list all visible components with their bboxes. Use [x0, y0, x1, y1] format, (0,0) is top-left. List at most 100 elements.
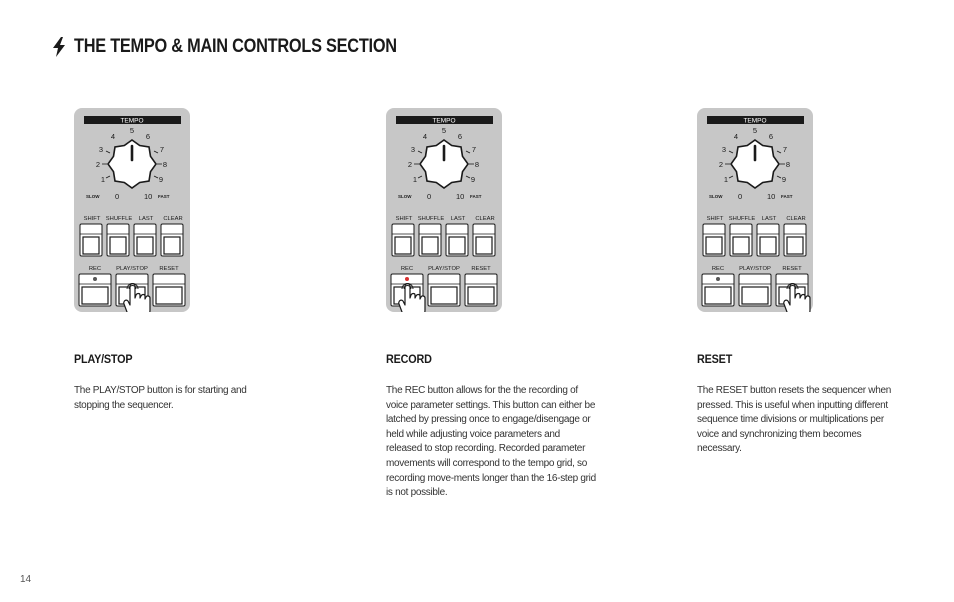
button-label: LAST — [451, 216, 466, 222]
dial-number: 6 — [458, 132, 462, 141]
panel-body — [386, 108, 502, 312]
tempo-label: TEMPO — [120, 118, 143, 125]
rec-led — [405, 277, 409, 281]
dial-number: 9 — [782, 175, 786, 184]
tempo-bar — [707, 116, 804, 124]
tempo-label: TEMPO — [432, 118, 455, 125]
dial-number: 2 — [719, 160, 723, 169]
dial-number: 8 — [475, 160, 479, 169]
dial-number: 4 — [734, 132, 738, 141]
dial-number: 1 — [724, 175, 728, 184]
dial-number: 9 — [159, 175, 163, 184]
button-label: SHUFFLE — [106, 216, 133, 222]
tempo-knob — [107, 139, 157, 189]
button-label: SHUFFLE — [729, 216, 756, 222]
pad-button-face — [82, 236, 100, 255]
dial-tick — [417, 150, 423, 154]
dial-tick — [417, 175, 423, 179]
slow-label: SLOW — [86, 194, 100, 199]
button-label: CLEAR — [786, 216, 805, 222]
main-button-face — [430, 286, 458, 305]
button-label: LAST — [139, 216, 154, 222]
button-label: PLAY/STOP — [116, 266, 148, 272]
button-label: LAST — [762, 216, 777, 222]
panel-body — [697, 108, 813, 312]
dial-tick — [153, 150, 159, 154]
section-header: THE TEMPO & MAIN CONTROLS SECTION — [52, 36, 449, 58]
dial-number: 0 — [427, 192, 431, 201]
button-label: REC — [401, 266, 413, 272]
rec-led — [93, 277, 97, 281]
tempo-bar — [84, 116, 181, 124]
dial-number: 10 — [144, 192, 152, 201]
dial-number: 4 — [423, 132, 427, 141]
dial-number: 7 — [160, 145, 164, 154]
main-button-face — [741, 286, 769, 305]
main-button-face — [704, 286, 732, 305]
dial-number: 1 — [413, 175, 417, 184]
tempo-knob — [419, 139, 469, 189]
main-button-face — [81, 286, 109, 305]
dial-number: 8 — [786, 160, 790, 169]
pad-button-face — [448, 236, 466, 255]
pad-button-face — [705, 236, 723, 255]
dial-number: 7 — [472, 145, 476, 154]
dial-number: 5 — [442, 126, 446, 135]
fast-label: FAST — [781, 194, 793, 199]
panel-body — [74, 108, 190, 312]
dial-number: 0 — [115, 192, 119, 201]
dial-number: 8 — [163, 160, 167, 169]
dial-number: 1 — [101, 175, 105, 184]
pointing-hand-icon — [783, 283, 811, 312]
dial-tick — [105, 150, 111, 154]
button-label: CLEAR — [475, 216, 494, 222]
dial-number: 9 — [471, 175, 475, 184]
dial-number: 6 — [769, 132, 773, 141]
button-label: SHUFFLE — [418, 216, 445, 222]
slow-label: SLOW — [398, 194, 412, 199]
dial-tick — [728, 150, 734, 154]
rec-led — [716, 277, 720, 281]
dial-tick — [776, 150, 782, 154]
dial-number: 5 — [753, 126, 757, 135]
button-label: PLAY/STOP — [428, 266, 460, 272]
column-heading: PLAY/STOP — [74, 352, 133, 366]
button-label: SHIFT — [707, 216, 724, 222]
button-label: CLEAR — [163, 216, 182, 222]
tempo-knob — [730, 139, 780, 189]
pad-button-face — [109, 236, 127, 255]
page-number: 14 — [20, 574, 32, 585]
dial-number: 0 — [738, 192, 742, 201]
pad-button-face — [732, 236, 750, 255]
dial-number: 3 — [722, 145, 726, 154]
button-label: SHIFT — [396, 216, 413, 222]
button-label: REC — [712, 266, 724, 272]
dial-number: 6 — [146, 132, 150, 141]
dial-tick — [776, 175, 782, 179]
pad-button-face — [475, 236, 493, 255]
lightning-bolt-icon — [53, 37, 65, 57]
column-body: The RESET button resets the sequencer wh… — [697, 385, 892, 455]
dial-tick — [465, 150, 471, 154]
dial-number: 2 — [408, 160, 412, 169]
main-button-face — [155, 286, 183, 305]
dial-tick — [105, 175, 111, 179]
button-label: PLAY/STOP — [739, 266, 771, 272]
tempo-bar — [396, 116, 493, 124]
pad-button-face — [786, 236, 804, 255]
pad-button-face — [163, 236, 181, 255]
pad-button-face — [136, 236, 154, 255]
page-title: THE TEMPO & MAIN CONTROLS SECTION — [74, 36, 397, 57]
pad-button-face — [394, 236, 412, 255]
dial-number: 10 — [456, 192, 464, 201]
column-body: The PLAY/STOP button is for starting and… — [74, 385, 247, 411]
column-heading: RECORD — [386, 352, 432, 366]
dial-tick — [728, 175, 734, 179]
